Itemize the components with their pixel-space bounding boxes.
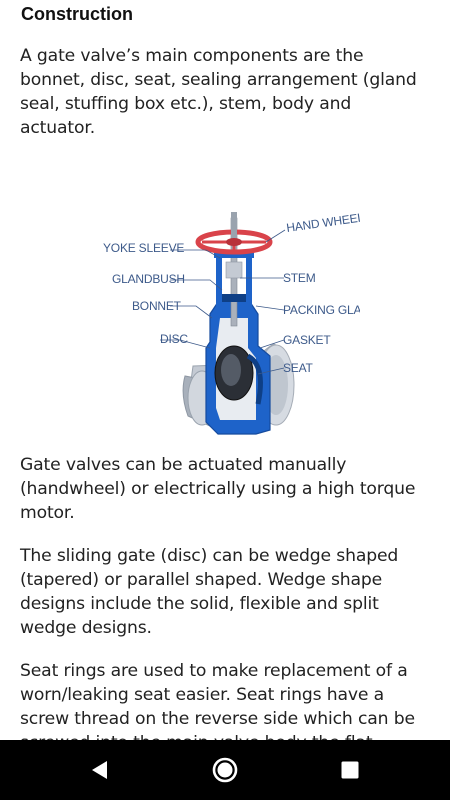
back-button[interactable] [82,752,118,788]
text-line: Gate valves can be actuated manually [20,455,347,475]
text-line: screw thread on the reverse side which c… [20,709,415,729]
text-line: screwed into the main valve body the fla… [20,731,438,740]
text-line: Seat rings are used to make replacement … [20,661,408,681]
bonnet-cutaway [205,295,271,435]
gate-valve-illustration: HAND WHEEL YOKE SLEEVE GLANDBUSH STEM BO… [103,210,379,435]
label-stem: STEM [283,271,316,285]
label-seat: SEAT [283,361,314,375]
hand-wheel [195,212,273,255]
text-line: designs include the solid, flexible and … [20,594,379,614]
triangle-back-icon [92,761,107,779]
text-line: wedge designs. [20,618,152,638]
text-line: motor. [20,503,75,523]
paragraph-seat-rings: Seat rings are used to make replacement … [20,659,438,740]
recents-button[interactable] [332,752,368,788]
label-gasket: GASKET [283,333,331,347]
paragraph-sliding-gate: The sliding gate (disc) can be wedge sha… [20,544,438,640]
paragraph-components: A gate valve’s main components are the b… [20,44,438,140]
article-content[interactable]: Construction A gate valve’s main compone… [0,0,450,740]
label-packing-gland: PACKING GLAND [283,303,360,317]
text-line: actuator. [20,118,96,138]
text-line: A gate valve’s main components are the [20,46,364,66]
system-navigation-bar [0,740,450,800]
leader-lines [160,229,286,375]
paragraph-actuation: Gate valves can be actuated manually (ha… [20,453,438,525]
text-line: seal, stuffing box etc.), stem, body and [20,94,352,114]
text-line: (handwheel) or electrically using a high… [20,479,416,499]
text-line: (tapered) or parallel shaped. Wedge shap… [20,570,383,590]
circle-home-icon [212,757,238,783]
label-yoke-sleeve: YOKE SLEEVE [103,241,184,255]
label-bonnet: BONNET [132,299,182,313]
home-button[interactable] [207,752,243,788]
label-disc: DISC [160,332,188,346]
label-hand-wheel: HAND WHEEL [285,210,360,235]
text-line: bonnet, disc, seat, sealing arrangement … [20,70,417,90]
label-glandbush: GLANDBUSH [112,272,185,286]
square-recents-icon [341,761,359,779]
section-heading: Construction [21,4,133,24]
gate-valve-diagram: HAND WHEEL YOKE SLEEVE GLANDBUSH STEM BO… [98,198,379,438]
text-line: The sliding gate (disc) can be wedge sha… [20,546,399,566]
text-line: worn/leaking seat easier. Seat rings hav… [20,685,384,705]
